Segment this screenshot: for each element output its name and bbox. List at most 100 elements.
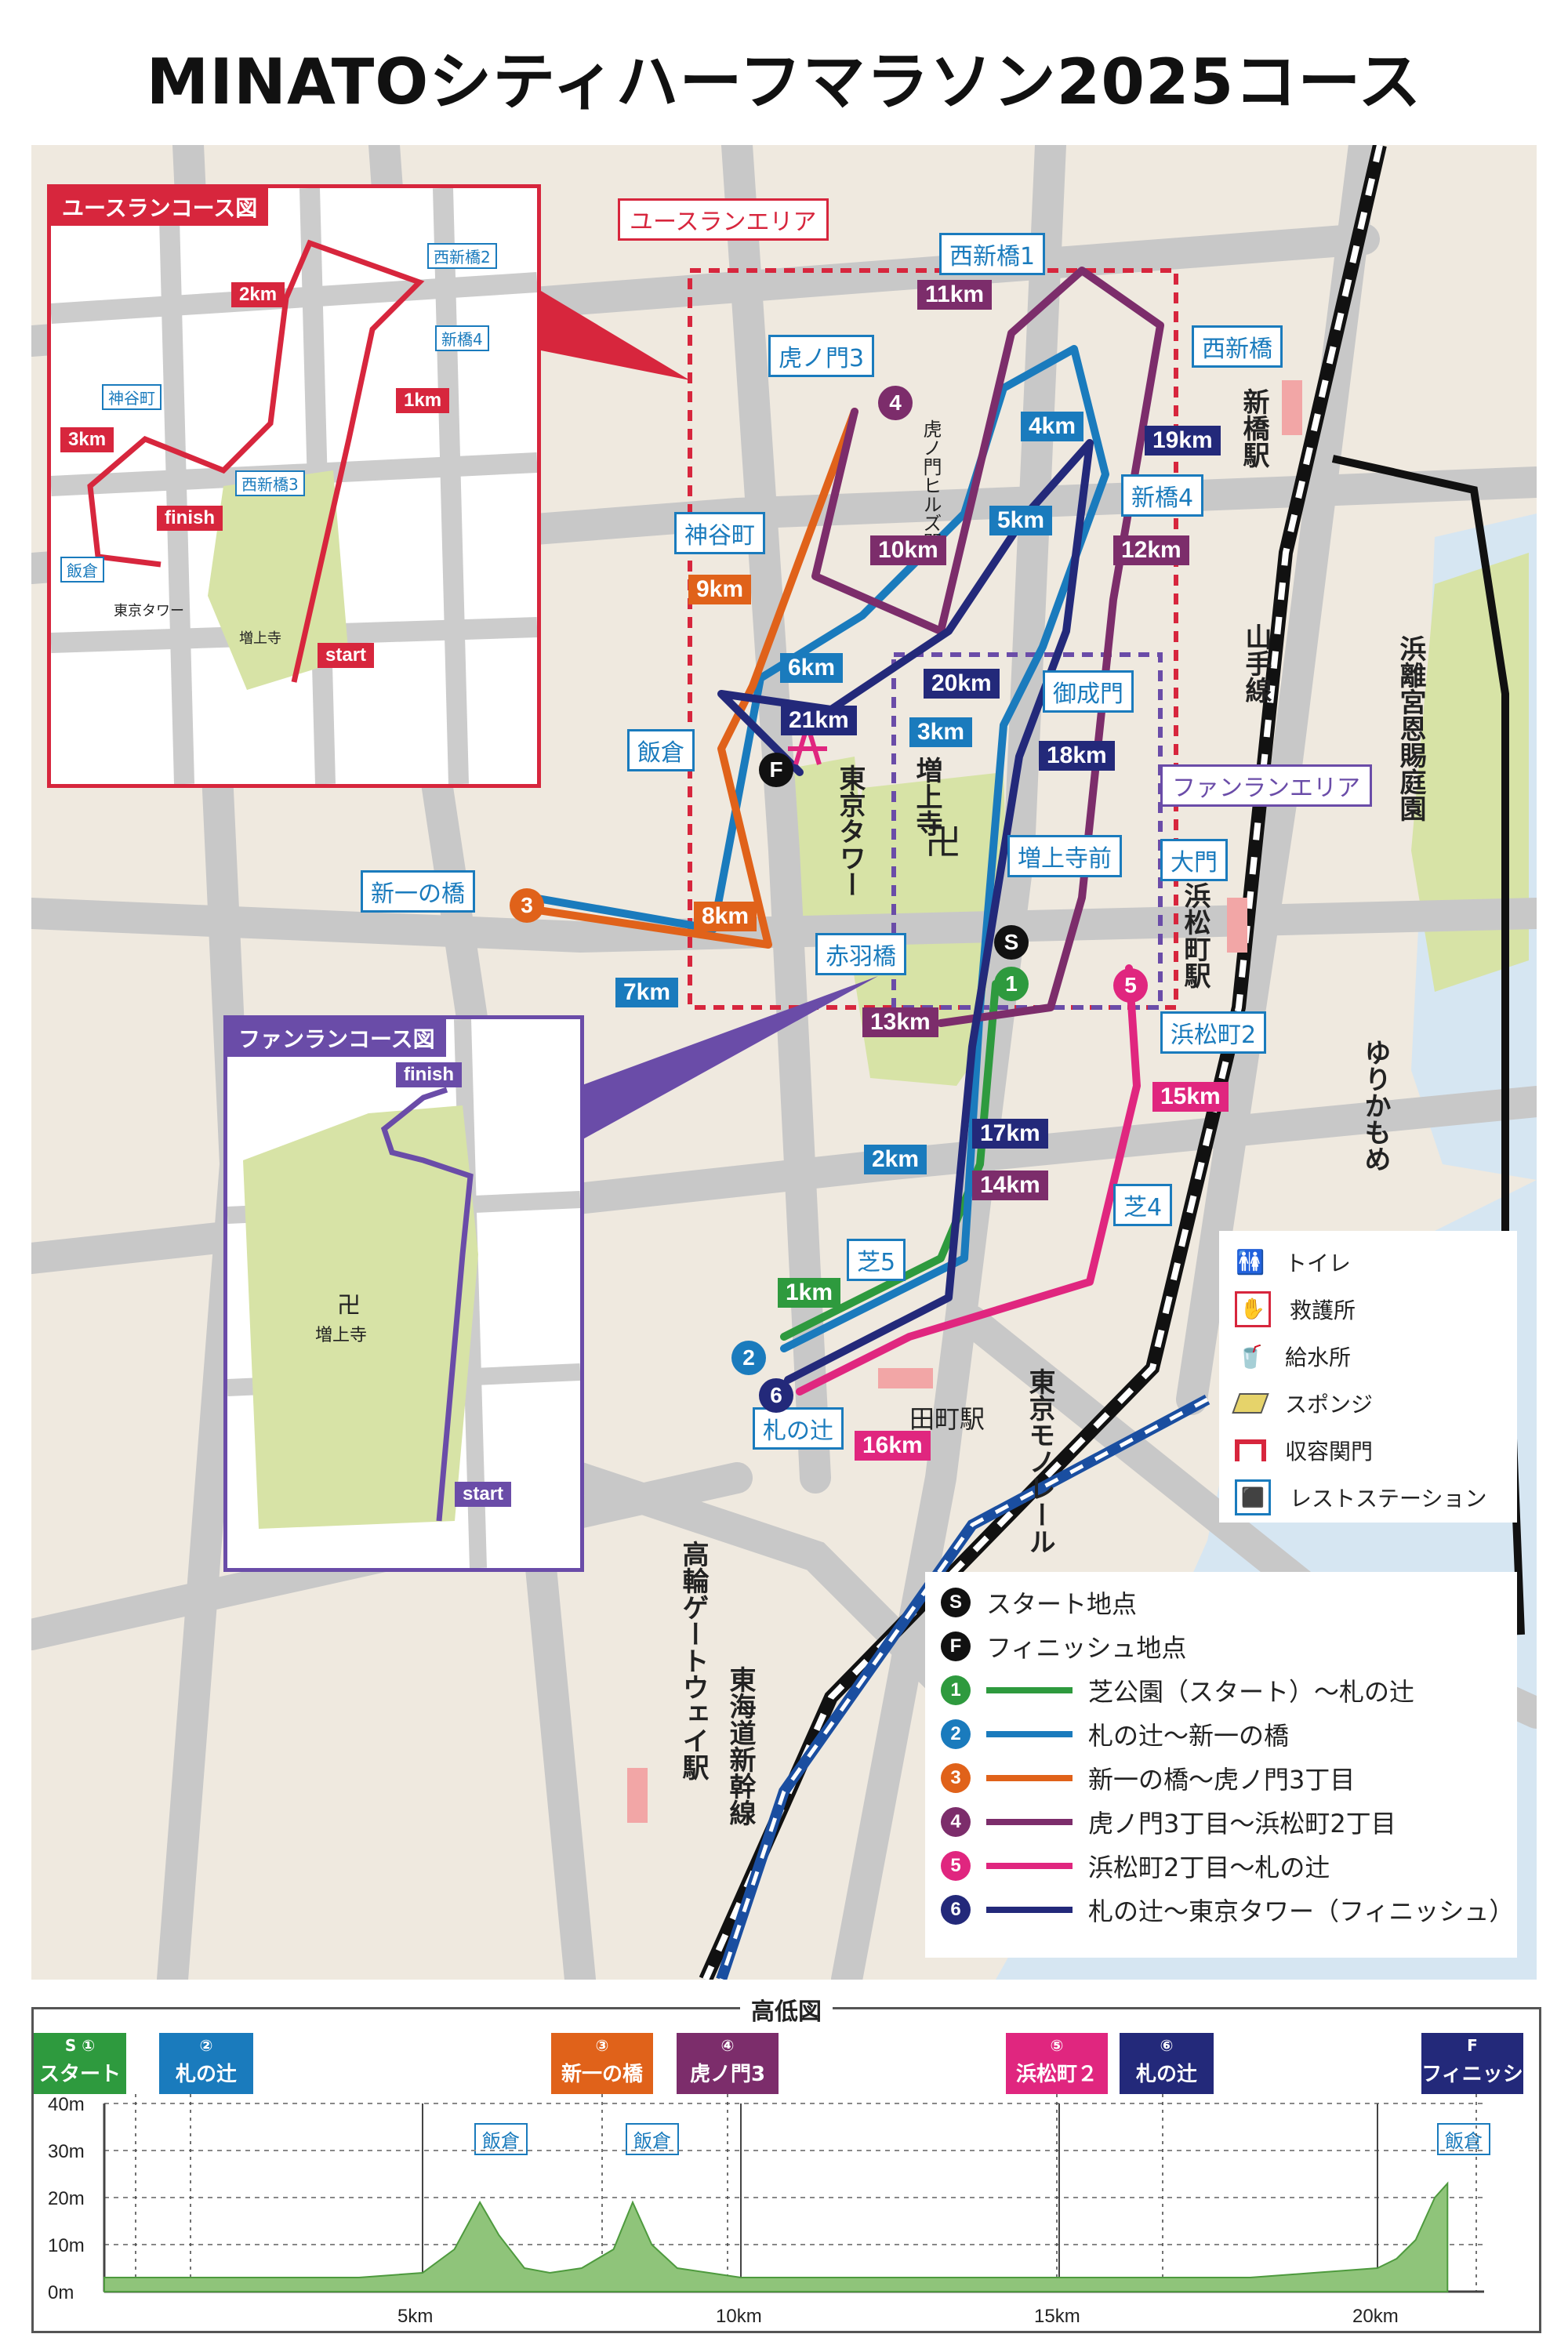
water-station-icon: 🥤 (1236, 1343, 1265, 1370)
finish-marker-icon: F (941, 1632, 971, 1661)
elev-y-tick-20: 20m (48, 2188, 85, 2209)
tamachi-station-block (878, 1368, 933, 1388)
km-marker-19: 19km (1145, 426, 1221, 456)
legend-sponge: スポンジ (1232, 1388, 1373, 1419)
map-label-toranomon3: 虎ノ門3 (768, 335, 875, 377)
point-5: 5 (1113, 968, 1148, 1003)
route-legend: S スタート地点 F フィニッシュ地点 1 芝公園（スタート）～札の辻 2 札の… (925, 1572, 1517, 1958)
km-marker-1: 1km (778, 1278, 841, 1308)
elev-x-tick-10: 10km (716, 2306, 762, 2327)
legend-finish: F フィニッシュ地点 (941, 1628, 1186, 1664)
fun-callout-wedge (580, 976, 878, 1141)
tamachi-station-label: 田町駅 (909, 1404, 985, 1434)
elev-x-tick-20: 20km (1352, 2306, 1399, 2327)
monorail-label: 東京モノレール (1024, 1368, 1055, 1555)
route-3 (529, 408, 858, 949)
km-marker-7: 7km (615, 978, 679, 1007)
map-label-zojojimae: 増上寺前 (1007, 835, 1122, 877)
fun-finish-flag: finish (396, 1062, 462, 1087)
legend-route-1: 1 芝公園（スタート）～札の辻 (941, 1672, 1414, 1708)
youth-label-kamiyacho: 神谷町 (102, 384, 162, 410)
youth-km-2: 2km (231, 282, 285, 307)
map-label-nishishinbashi1: 西新橋1 (939, 233, 1046, 275)
toilet-icon: 🚻 (1236, 1248, 1265, 1276)
point-3: 3 (510, 888, 544, 923)
youth-area-tag: ユースランエリア (618, 198, 829, 241)
elev-y-tick-40: 40m (48, 2094, 85, 2115)
map-label-daimon: 大門 (1160, 839, 1228, 881)
point-4: 4 (878, 386, 913, 420)
shinbashi-station-label: 新橋駅 (1238, 388, 1269, 468)
yamanote-line-label: 山手線 (1240, 623, 1272, 703)
legend-water: 🥤 給水所 (1235, 1341, 1351, 1372)
legend-gate: 収容関門 (1235, 1435, 1373, 1466)
youth-run-inset: ユースランコース図 西新橋2 新橋4 神谷町 西新橋3 飯倉 東京タワー 増上寺… (47, 184, 541, 788)
sponge-icon (1232, 1388, 1269, 1419)
fun-temple-symbol-icon: 卍 (337, 1292, 361, 1319)
elev-y-tick-0: 0m (48, 2282, 74, 2303)
km-marker-12: 12km (1113, 535, 1189, 565)
youth-callout-wedge (533, 286, 690, 380)
hamamatsucho-station-block (1227, 898, 1247, 953)
fun-start-flag: start (455, 1482, 512, 1507)
route-4 (811, 267, 1164, 1027)
fun-temple-label: 増上寺 (315, 1326, 368, 1345)
km-marker-11: 11km (917, 280, 993, 310)
takanawa-station-label: 高輪ゲートウェイ駅 (677, 1541, 709, 1780)
youth-label-zojoji: 増上寺 (239, 630, 281, 647)
km-marker-17: 17km (972, 1119, 1048, 1149)
km-marker-18: 18km (1039, 741, 1115, 771)
point-6: 6 (759, 1378, 793, 1413)
map-label-shiba5: 芝5 (847, 1239, 906, 1281)
km-marker-13: 13km (862, 1007, 938, 1037)
youth-label-shinbashi4: 新橋4 (435, 325, 489, 351)
yurikamome-label: ゆりかもめ (1359, 1039, 1391, 1172)
youth-km-3: 3km (60, 427, 114, 452)
page-title: MINATOシティハーフマラソン2025コース (146, 45, 1422, 118)
legend-route-6: 6 札の辻～東京タワー（フィニッシュ） (941, 1892, 1514, 1928)
km-marker-21: 21km (781, 706, 857, 735)
youth-label-nishishinbashi3: 西新橋3 (235, 470, 305, 496)
elev-y-tick-10: 10m (48, 2235, 85, 2256)
elev-x-tick-15: 15km (1034, 2306, 1080, 2327)
legend-toilet: 🚻 トイレ (1235, 1247, 1351, 1278)
elev-y-tick-30: 30m (48, 2141, 85, 2162)
km-marker-5: 5km (989, 506, 1053, 535)
elevation-title: 高低図 (740, 1998, 833, 2026)
km-marker-6: 6km (780, 653, 844, 683)
legend-route-3: 3 新一の橋～虎ノ門3丁目 (941, 1760, 1355, 1796)
legend-start: S スタート地点 (941, 1584, 1137, 1621)
finish-point-icon: F (759, 753, 793, 787)
km-marker-2: 2km (864, 1145, 927, 1174)
shinkansen-label: 東海道新幹線 (724, 1666, 756, 1826)
youth-km-1: 1km (396, 388, 450, 413)
hamarikyu-label: 浜離宮恩賜庭園 (1395, 635, 1426, 822)
rest-station-icon: ⬛ (1235, 1479, 1271, 1515)
fun-area-tag: ファンランエリア (1160, 764, 1372, 807)
point-1: 1 (994, 967, 1029, 1001)
youth-finish-flag: finish (157, 506, 223, 531)
zojoji-label: 増上寺 (911, 757, 942, 837)
hamamatsucho-station-label: 浜松町駅 (1179, 882, 1210, 989)
elevation-plot (103, 2094, 1484, 2293)
youth-label-nishishinbashi2: 西新橋2 (427, 243, 497, 269)
route-6 (717, 439, 1094, 1384)
map-label-kamiyacho: 神谷町 (674, 512, 765, 554)
course-routes (529, 267, 1164, 1396)
elevation-profile-area (103, 2181, 1449, 2292)
map-label-akabanebashi: 赤羽橋 (815, 933, 906, 975)
map-label-onarimon: 御成門 (1043, 670, 1134, 713)
first-aid-icon: ✋ (1235, 1291, 1271, 1327)
icon-legend: 🚻 トイレ ✋ 救護所 🥤 給水所 スポンジ 収容関門 ⬛ レストステーション (1219, 1231, 1517, 1523)
tokyo-tower-label: 東京タワー (834, 764, 866, 898)
youth-label-tokyo-tower: 東京タワー (114, 603, 184, 619)
km-marker-9: 9km (688, 575, 752, 604)
km-marker-20: 20km (924, 669, 1000, 699)
